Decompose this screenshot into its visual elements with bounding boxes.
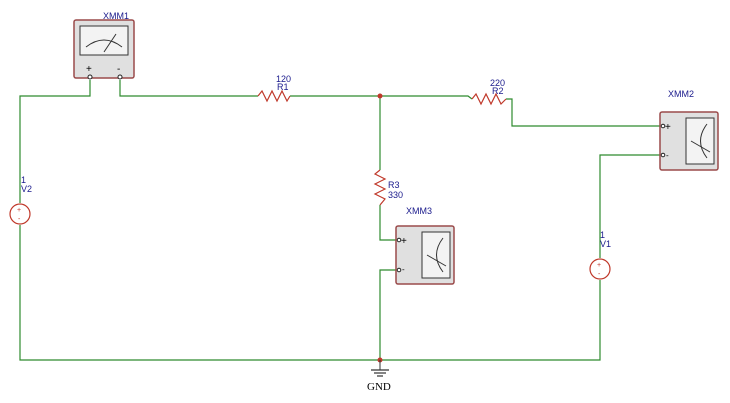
xmm2-pin-plus[interactable] [660,123,666,129]
gnd-label: GND [367,381,391,393]
r1-value: 120 [276,74,291,84]
xmm2-face [685,117,715,165]
xmm1-plus: + [86,64,92,75]
voltage-source-v2[interactable]: 1 V2 + - [9,175,32,225]
r2-name: R2 [492,86,504,96]
v1-plus-sign: + [597,262,601,269]
v1-minus-sign: - [598,271,601,278]
r1-name: R1 [277,82,289,92]
wires [19,80,662,361]
multimeter-xmm2[interactable]: XMM2 + - [659,89,719,171]
xmm1-pin-minus[interactable] [117,74,123,80]
xmm3-pin-minus[interactable] [396,267,402,273]
wire-xmm2-to-v1 [599,154,662,258]
xmm3-scale-arc [436,237,444,273]
xmm3-face [421,231,451,279]
xmm2-scale-arc [700,123,708,159]
xmm2-needle [690,140,711,153]
xmm3-pin-plus[interactable] [396,237,402,243]
r1-zigzag [257,89,291,103]
xmm1-minus: - [117,64,120,75]
xmm2-minus: - [666,151,669,160]
v2-value: 1 [21,175,26,185]
xmm2-pin-minus[interactable] [660,152,666,158]
wire-v2-to-xmm1 [19,80,91,203]
r2-zigzag [471,92,507,106]
r2-value: 220 [490,78,505,88]
xmm1-scale-arc [85,39,123,48]
resistor-r3[interactable]: R3 330 [373,169,403,206]
ground-symbol[interactable]: GND [367,360,391,393]
wire-xmm3-to-gnd [379,269,398,360]
voltage-source-v1[interactable]: 1 V1 + - [589,230,611,280]
wire-node-to-r2 [380,95,473,100]
xmm3-label: XMM3 [406,206,432,216]
r3-name: R3 [388,180,400,190]
xmm1-label: XMM1 [103,11,129,21]
v2-name: V2 [21,184,32,194]
junction-top-node [377,93,383,99]
wire-r3-to-xmm3 [379,205,398,241]
resistor-r1[interactable]: 120 R1 [257,74,291,103]
xmm3-needle [426,254,447,267]
v1-name: V1 [600,239,611,249]
wire-v2-to-gnd [19,225,380,361]
wire-r2-to-xmm2 [506,98,662,127]
xmm3-minus: - [402,265,405,274]
v2-minus-sign: - [18,216,21,223]
v1-symbol [589,258,611,280]
resistor-r2[interactable]: 220 R2 [471,78,507,106]
wire-xmm1-to-r1 [119,80,258,97]
multimeter-xmm3[interactable]: XMM3 + - [395,206,455,285]
wire-v1-to-gnd [380,280,601,361]
r3-value: 330 [388,190,403,200]
xmm1-pin-plus[interactable] [87,74,93,80]
r3-zigzag [373,169,387,206]
xmm3-plus: + [401,236,407,247]
v2-symbol [9,203,31,225]
v1-value: 1 [600,230,605,240]
xmm1-needle [103,33,117,53]
multimeter-xmm1[interactable]: XMM1 + - [73,11,135,80]
xmm2-label: XMM2 [668,89,694,99]
xmm2-plus: + [665,122,671,133]
v2-plus-sign: + [17,207,21,214]
